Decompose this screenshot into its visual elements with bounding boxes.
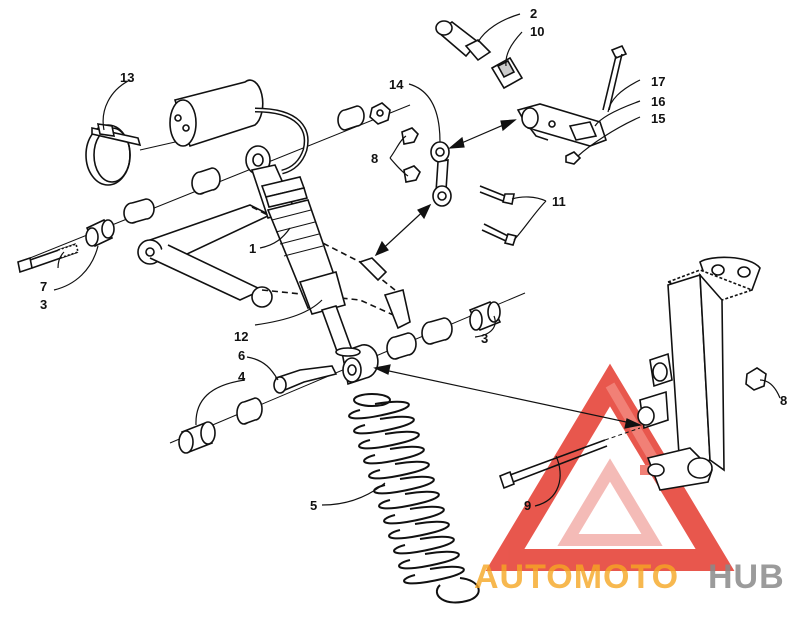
callout-4: 4 <box>238 369 246 384</box>
spacer-lower-right-1 <box>386 332 417 360</box>
callout-5: 5 <box>310 498 317 513</box>
callout-6: 6 <box>238 348 245 363</box>
spacer-upper-right <box>337 105 365 131</box>
callout-2: 2 <box>530 6 537 21</box>
spacer-upper-mid <box>123 198 155 224</box>
callout-9: 9 <box>524 498 531 513</box>
linkage-bracket <box>516 103 608 147</box>
washer-lower-left <box>236 397 263 425</box>
bolt-17 <box>602 44 628 111</box>
leader-lines <box>53 13 781 507</box>
a-arm-frame <box>137 204 411 330</box>
callout-13: 13 <box>120 70 134 85</box>
callout-16: 16 <box>651 94 665 109</box>
adjuster-collar-10 <box>490 56 524 90</box>
callout-7: 7 <box>40 279 47 294</box>
adjuster-knob-2 <box>435 20 492 62</box>
bolt-9 <box>499 427 641 490</box>
callout-1: 1 <box>249 241 256 256</box>
nut-15 <box>565 151 582 165</box>
spindle-assembly <box>637 256 761 491</box>
spacer-3-right <box>468 300 502 332</box>
callout-11: 11 <box>552 194 566 209</box>
nut-8-spindle <box>745 367 767 391</box>
callout-14: 14 <box>389 77 404 92</box>
bolt-nut-upper <box>369 102 391 125</box>
callout-10: 10 <box>530 24 544 39</box>
coil-spring <box>348 393 480 604</box>
mount-pin-6 <box>273 365 338 394</box>
spacer-3-left <box>85 218 115 248</box>
spacer-4 <box>178 421 216 454</box>
spacer-lower-right-2 <box>421 317 453 345</box>
callout-labels: 2 10 17 16 15 14 8 11 13 1 7 3 12 6 4 3 … <box>40 6 787 513</box>
shock-absorber-body <box>245 145 379 386</box>
watermark-text-automoto: AUTOMOTO <box>474 558 679 596</box>
bushing-set <box>17 102 502 454</box>
watermark-text: AUTOMOTO HUB <box>474 558 785 596</box>
watermark-text-hub: HUB <box>708 558 785 596</box>
link-rod-14 <box>430 141 452 207</box>
callout-12: 12 <box>234 329 248 344</box>
reservoir-clamp <box>85 123 142 186</box>
callout-15: 15 <box>651 111 665 126</box>
link-bolts-11 <box>479 185 518 246</box>
assembly-arrows <box>373 119 642 429</box>
callout-17: 17 <box>651 74 665 89</box>
shock-reservoir <box>169 79 309 175</box>
callout-8-right: 8 <box>780 393 787 408</box>
link-nuts-8 <box>401 127 421 183</box>
callout-3-left: 3 <box>40 297 47 312</box>
callout-3-right: 3 <box>481 331 488 346</box>
callout-8-upper: 8 <box>371 151 378 166</box>
bolt-7 <box>17 242 79 274</box>
spacer-upper-left <box>191 167 221 195</box>
